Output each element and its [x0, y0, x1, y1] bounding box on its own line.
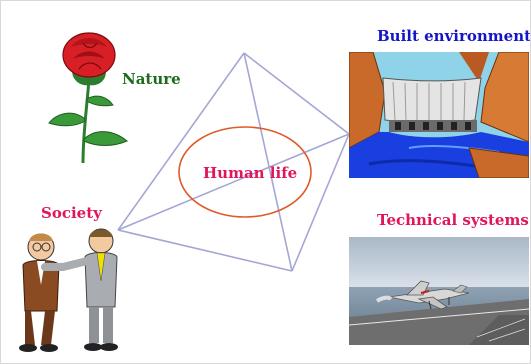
dam-illustration: [349, 52, 529, 178]
edge-top-right: [243, 52, 350, 135]
two-men-icon: [19, 228, 118, 352]
built-environment-label: Built environment: [377, 27, 531, 45]
human-life-ellipse: [178, 126, 312, 218]
society-label: Society: [41, 204, 102, 222]
rose-icon: [48, 32, 128, 164]
edge-left-bottom: [117, 229, 293, 272]
edge-right-bottom: [291, 133, 350, 272]
edge-left-right: [117, 133, 350, 231]
technical-systems-label: Technical systems: [377, 211, 529, 229]
edge-top-left: [117, 52, 245, 231]
nature-label: Nature: [122, 70, 181, 88]
edge-top-bottom: [243, 52, 293, 272]
human-life-label: Human life: [203, 164, 298, 182]
jet-on-carrier-photo: [349, 237, 529, 345]
